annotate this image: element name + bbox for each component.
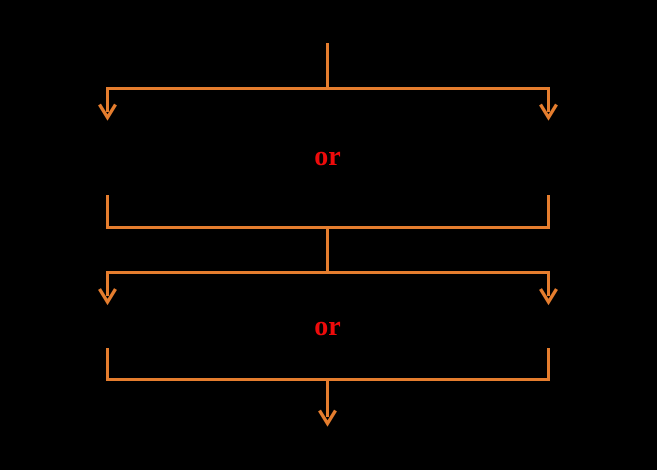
branch1-merge-rail [106, 195, 550, 229]
branch1-left-arrow-down-icon [98, 103, 117, 121]
branch1-right-arrow-down-icon [539, 103, 558, 121]
bottom-arrow-down-icon [318, 409, 337, 427]
branch2-split-rail [106, 271, 550, 296]
or-label-bottom: or [314, 311, 340, 342]
branch2-right-arrow-down-icon [539, 288, 558, 306]
branch1-split-rail [106, 87, 550, 112]
branch2-left-arrow-down-icon [98, 288, 117, 306]
or-label-top: or [314, 141, 340, 172]
branch2-merge-rail [106, 348, 550, 381]
